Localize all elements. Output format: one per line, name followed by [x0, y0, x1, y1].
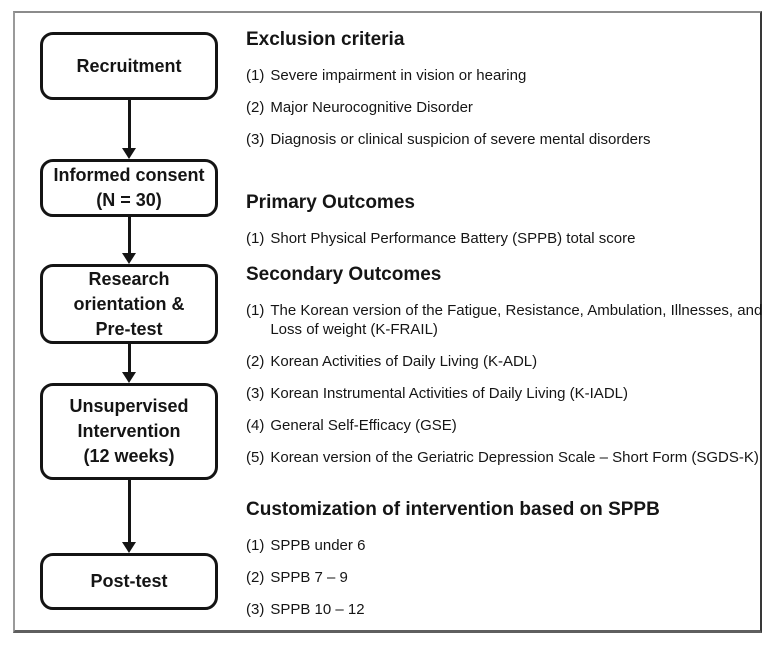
- item-text: SPPB 7 – 9: [270, 569, 348, 586]
- item-number: (2): [246, 353, 265, 370]
- item-number: (3): [246, 601, 265, 618]
- item-text: Major Neurocognitive Disorder: [270, 99, 473, 116]
- list-item: (1) The Korean version of the Fatigue, R…: [246, 301, 763, 339]
- item-number: (3): [246, 385, 265, 402]
- item-number: (5): [246, 449, 265, 466]
- list-item: (2) Korean Activities of Daily Living (K…: [246, 352, 763, 371]
- section-heading: Secondary Outcomes: [246, 264, 442, 285]
- flow-box-research-orientation-pretest: Research orientation & Pre-test: [40, 264, 218, 344]
- list-item: (5) Korean version of the Geriatric Depr…: [246, 448, 763, 467]
- flow-box-informed-consent: Informed consent (N = 30): [40, 159, 218, 217]
- list-item: (2) Major Neurocognitive Disorder: [246, 98, 763, 117]
- section-heading: Customization of intervention based on S…: [246, 499, 660, 520]
- section-heading: Primary Outcomes: [246, 192, 415, 213]
- item-number: (2): [246, 99, 265, 116]
- list-item: (3) SPPB 10 – 12: [246, 600, 763, 619]
- section-customization-sppb: Customization of intervention based on S…: [246, 498, 763, 632]
- flow-arrow-down-icon: [121, 344, 137, 383]
- flow-box-unsupervised-intervention: Unsupervised Intervention (12 weeks): [40, 383, 218, 480]
- item-text: SPPB under 6: [270, 537, 366, 554]
- item-number: (2): [246, 569, 265, 586]
- item-number: (1): [246, 67, 265, 84]
- item-text: Short Physical Performance Battery (SPPB…: [270, 230, 636, 247]
- flow-arrow-down-icon: [121, 217, 137, 264]
- item-number: (1): [246, 537, 265, 554]
- section-primary-outcomes: Primary Outcomes (1) Short Physical Perf…: [246, 191, 763, 261]
- section-heading: Exclusion criteria: [246, 29, 405, 50]
- flow-arrow-down-icon: [121, 480, 137, 553]
- item-text: Korean version of the Geriatric Depressi…: [270, 449, 759, 466]
- list-item: (3) Korean Instrumental Activities of Da…: [246, 384, 763, 403]
- flow-box-post-test: Post-test: [40, 553, 218, 610]
- item-text: Diagnosis or clinical suspicion of sever…: [270, 131, 651, 148]
- list-item: (2) SPPB 7 – 9: [246, 568, 763, 587]
- item-number: (4): [246, 417, 265, 434]
- item-text: General Self-Efficacy (GSE): [270, 417, 457, 434]
- item-number: (3): [246, 131, 265, 148]
- section-exclusion-criteria: Exclusion criteria (1) Severe impairment…: [246, 28, 763, 162]
- item-text: Korean Activities of Daily Living (K-ADL…: [270, 353, 538, 370]
- list-item: (1) Short Physical Performance Battery (…: [246, 229, 763, 248]
- section-secondary-outcomes: Secondary Outcomes (1) The Korean versio…: [246, 263, 763, 480]
- list-item: (1) SPPB under 6: [246, 536, 763, 555]
- item-text: Severe impairment in vision or hearing: [270, 67, 527, 84]
- flow-box-recruitment: Recruitment: [40, 32, 218, 100]
- list-item: (4) General Self-Efficacy (GSE): [246, 416, 763, 435]
- flow-arrow-down-icon: [121, 100, 137, 159]
- item-text: Korean Instrumental Activities of Daily …: [270, 385, 628, 402]
- item-number: (1): [246, 302, 265, 319]
- list-item: (3) Diagnosis or clinical suspicion of s…: [246, 130, 763, 149]
- item-text: SPPB 10 – 12: [270, 601, 365, 618]
- list-item: (1) Severe impairment in vision or heari…: [246, 66, 763, 85]
- item-text: The Korean version of the Fatigue, Resis…: [270, 302, 763, 338]
- item-number: (1): [246, 230, 265, 247]
